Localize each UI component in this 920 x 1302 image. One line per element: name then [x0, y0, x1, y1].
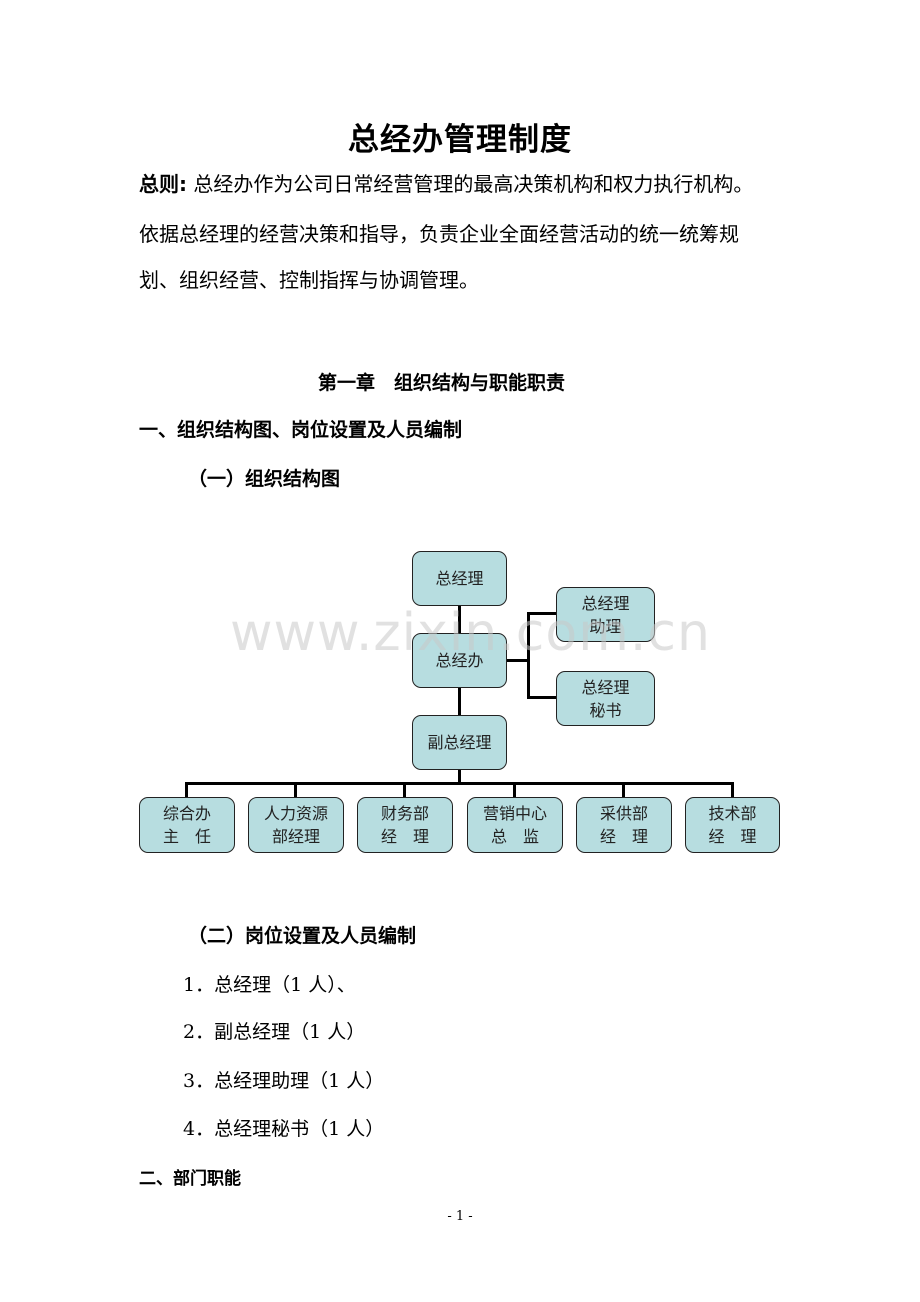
- subsection-1-heading: （一）组织结构图: [188, 468, 341, 490]
- org-box-dept-marketing: 营销中心 总 监: [467, 797, 563, 853]
- org-box-general-manager: 总经理: [412, 551, 507, 606]
- connector-dept-1: [185, 782, 188, 797]
- connector-dept-5: [622, 782, 625, 797]
- subsection-2-heading: （二）岗位设置及人员编制: [188, 925, 417, 947]
- general-principle-line-3: 划、组织经营、控制指挥与协调管理。: [139, 268, 479, 292]
- chapter-title: 第一章 组织结构与职能职责: [318, 372, 566, 394]
- page-number: - 1 -: [447, 1209, 473, 1224]
- connector-office-deputy: [458, 687, 461, 715]
- connector-secretary: [527, 696, 556, 699]
- general-principle-label: 总则:: [139, 172, 187, 196]
- connector-dept-3: [403, 782, 406, 797]
- staffing-item-4: 4．总经理秘书（1 人）: [183, 1118, 385, 1140]
- org-box-general-office: 总经办: [412, 633, 507, 688]
- connector-dept-6: [731, 782, 734, 797]
- connector-top-office: [458, 605, 461, 633]
- org-box-assistant: 总经理 助理: [556, 587, 655, 642]
- org-box-deputy-manager: 副总经理: [412, 715, 507, 770]
- connector-dept-4: [513, 782, 516, 797]
- connector-department-bar: [185, 782, 734, 785]
- org-box-dept-admin: 综合办 主 任: [139, 797, 235, 853]
- page-title: 总经办管理制度: [348, 122, 572, 158]
- org-box-secretary: 总经理 秘书: [556, 671, 655, 726]
- staffing-item-1: 1．总经理（1 人）、: [183, 974, 356, 996]
- section-1-heading: 一、组织结构图、岗位设置及人员编制: [139, 419, 463, 441]
- connector-branch-vertical: [527, 612, 530, 699]
- connector-assistant: [527, 612, 556, 615]
- general-principle-line-1: 总则: 总经办作为公司日常经营管理的最高决策机构和权力执行机构。: [139, 172, 754, 196]
- general-principle-line-2: 依据总经理的经营决策和指导，负责企业全面经营活动的统一统筹规: [139, 222, 739, 246]
- org-box-dept-hr: 人力资源 部经理: [248, 797, 344, 853]
- connector-deputy-bar: [458, 769, 461, 784]
- org-box-dept-technology: 技术部 经 理: [685, 797, 780, 853]
- staffing-item-2: 2．副总经理（1 人）: [183, 1021, 366, 1043]
- connector-office-branch: [506, 659, 529, 662]
- section-2-heading: 二、部门职能: [139, 1169, 241, 1189]
- org-box-dept-procurement: 采供部 经 理: [576, 797, 672, 853]
- connector-dept-2: [294, 782, 297, 797]
- staffing-item-3: 3．总经理助理（1 人）: [183, 1070, 385, 1092]
- org-box-dept-finance: 财务部 经 理: [357, 797, 453, 853]
